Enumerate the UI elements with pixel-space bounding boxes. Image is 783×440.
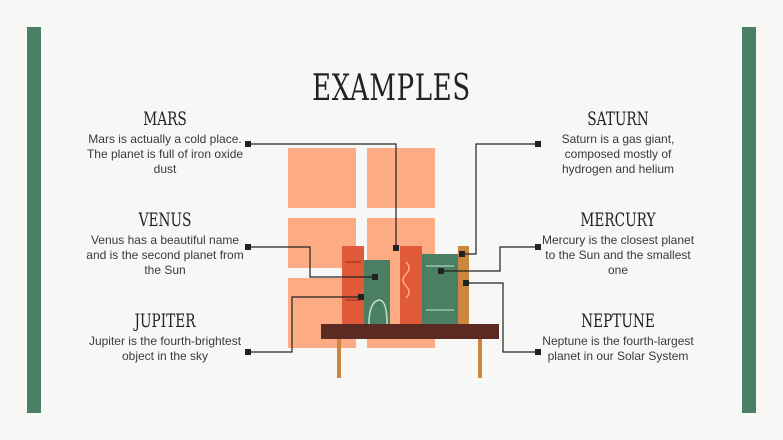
right-accent-bar: [742, 27, 756, 413]
item-title: VENUS: [138, 209, 192, 231]
connector-dots: [245, 141, 541, 355]
shelf-graphic: [321, 324, 499, 378]
item-title: NEPTUNE: [581, 310, 655, 332]
item-neptune: NEPTUNE Neptune is the fourth-largest pl…: [538, 310, 698, 364]
left-accent-bar: [27, 27, 41, 413]
connector-lines: [248, 143, 538, 353]
item-description: Neptune is the fourth-largest planet in …: [542, 334, 694, 363]
item-jupiter: JUPITER Jupiter is the fourth-brightest …: [85, 310, 245, 364]
slide-title: EXAMPLES: [312, 68, 471, 109]
item-title: JUPITER: [134, 310, 196, 332]
item-venus: VENUS Venus has a beautiful name and is …: [85, 209, 245, 278]
item-title: MERCURY: [580, 209, 656, 231]
item-description: Mars is actually a cold place. The plane…: [86, 132, 244, 176]
books-graphic: [342, 246, 469, 325]
item-mercury: MERCURY Mercury is the closest planet to…: [538, 209, 698, 278]
item-description: Venus has a beautiful name and is the se…: [86, 233, 244, 277]
item-description: Saturn is a gas giant, composed mostly o…: [561, 132, 675, 176]
item-description: Mercury is the closest planet to the Sun…: [541, 233, 695, 277]
item-saturn: SATURN Saturn is a gas giant, composed m…: [538, 108, 698, 177]
item-title: SATURN: [587, 108, 649, 130]
item-mars: MARS Mars is actually a cold place. The …: [85, 108, 245, 177]
item-description: Jupiter is the fourth-brightest object i…: [88, 334, 242, 363]
item-title: MARS: [143, 108, 187, 130]
